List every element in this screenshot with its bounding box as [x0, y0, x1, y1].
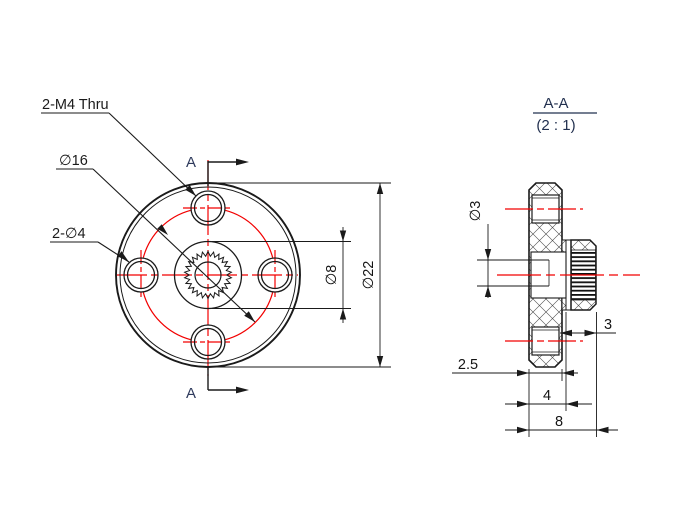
leader-arrow-icon [117, 251, 129, 262]
dim-arrow-icon [517, 369, 529, 377]
bolt-holes [123, 190, 293, 360]
dim-hub-dia: ∅8 [212, 227, 351, 323]
front-view: A A 2-M4 Thru ∅16 2-∅4 [41, 97, 391, 402]
section-arrow-top-icon [236, 158, 249, 166]
dim-arrow-icon [584, 329, 597, 337]
dia-arrow-upper-icon [157, 224, 168, 235]
plate-thickness-text: 2.5 [458, 357, 478, 373]
side-holes-text: 2-∅4 [52, 226, 86, 242]
dim-arrow-icon [339, 308, 347, 320]
dim-arrow-icon [562, 369, 574, 377]
dim-arrow-icon [376, 356, 384, 367]
dim-arrow-icon [484, 286, 492, 297]
side-holes-callout: 2-∅4 [50, 226, 130, 263]
dim-arrow-icon [484, 249, 492, 260]
leader-arrow-icon [185, 185, 196, 196]
bolt-circle-callout: ∅16 [56, 153, 256, 323]
bolt-circle-text: ∅16 [59, 153, 88, 169]
dim-arrow-icon [339, 230, 347, 242]
section-marker-top: A [186, 154, 196, 171]
flange-inner-circle [119, 186, 297, 364]
dim-arrow-icon [517, 400, 529, 408]
dim-boss-depth: 4 [505, 388, 592, 408]
thread-callout: 2-M4 Thru [41, 97, 197, 197]
dim-arrow-icon [596, 426, 609, 434]
center-bore-circle [194, 261, 222, 289]
boss-depth-text: 4 [543, 388, 551, 404]
dim-plate-thickness: 2.5 [452, 357, 578, 377]
dim-center-hole: ∅3 [468, 201, 530, 298]
section-arrow-bottom-icon [236, 386, 249, 394]
hub-circle [173, 240, 243, 310]
centerlines [117, 160, 298, 376]
section-view: A-A (2 : 1) [452, 95, 640, 437]
section-marker-bottom: A [186, 385, 196, 402]
overall-width-text: 8 [555, 414, 563, 430]
thread-callout-text: 2-M4 Thru [42, 97, 109, 113]
dim-arrow-icon [566, 400, 578, 408]
dim-flange-dia: ∅22 [211, 182, 391, 368]
section-scale: (2 : 1) [536, 117, 575, 134]
dia-arrow-lower-icon [244, 311, 255, 322]
section-centerlines [497, 208, 640, 342]
spline-profile [183, 250, 233, 300]
dim-arrow-icon [517, 426, 529, 434]
center-hole-dia-text: ∅3 [468, 201, 484, 222]
hub-dia-text: ∅8 [324, 265, 340, 286]
section-title: A-A [543, 95, 568, 112]
dim-arrow-icon [376, 183, 384, 194]
dim-overall-width: 8 [505, 414, 618, 434]
hub-stickout-text: 3 [604, 317, 612, 333]
flange-dia-text: ∅22 [361, 261, 377, 290]
section-cut-lines [207, 161, 238, 391]
